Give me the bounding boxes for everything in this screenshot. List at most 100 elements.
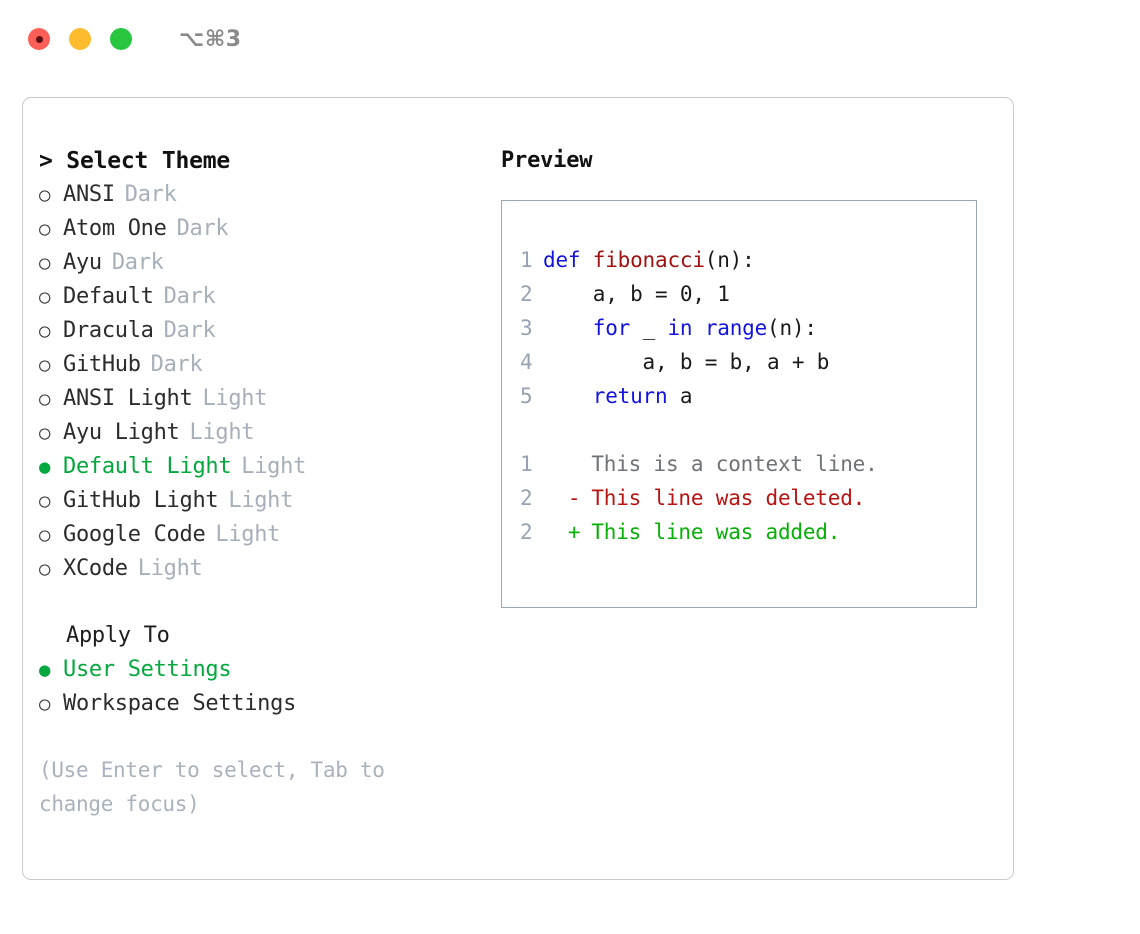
theme-category: Dark [163,318,216,343]
minimize-button[interactable] [69,28,91,50]
keyboard-shortcut-label: ⌥⌘3 [179,26,242,52]
diff-gutter-space [543,520,568,544]
theme-name: Atom One [63,216,167,241]
radio-selected-icon: ● [39,659,51,681]
theme-name: Google Code [63,522,206,547]
code-token: range [704,316,768,340]
preview-title: Preview [501,148,593,173]
diff-text: This line was deleted. [578,486,866,510]
theme-category: Light [202,386,268,411]
code-token: (n): [704,248,755,272]
apply-to-option[interactable]: ● User Settings [39,653,469,687]
theme-name: Ayu [63,250,102,275]
preview-spacer [520,413,976,447]
diff-text: This is a context line. [578,452,878,476]
diff-marker-icon [568,447,579,481]
theme-list-item[interactable]: ○ Ayu Dark [39,246,469,280]
code-token [543,384,593,408]
diff-marker-icon: + [567,520,581,544]
theme-list-item[interactable]: ○ XCode Light [39,552,469,586]
code-token: (n): [767,316,817,340]
code-line: 5 return a [520,379,976,413]
diff-marker-icon: - [567,486,581,510]
theme-name: Dracula [63,318,154,343]
theme-name: GitHub Light [63,488,219,513]
theme-name: XCode [63,556,128,581]
code-token: a [667,384,693,408]
apply-to-label: Apply To [66,623,170,648]
diff-gutter-space [543,452,568,476]
code-line: 3 for _ in range(n): [520,311,976,345]
radio-unselected-icon: ○ [39,524,51,546]
radio-unselected-icon: ○ [39,320,51,342]
line-number: 2 [520,282,533,306]
line-number: 1 [520,248,533,272]
code-token: return [592,384,668,408]
theme-name: Default [63,284,154,309]
radio-selected-icon: ● [39,456,51,478]
theme-category: Dark [176,216,229,241]
theme-name: Ayu Light [63,420,180,445]
diff-text: This line was added. [578,520,841,544]
apply-to-option[interactable]: ○ Workspace Settings [39,687,469,721]
apply-to-list: ● User Settings ○ Workspace Settings [39,653,469,721]
theme-category: Light [189,420,255,445]
theme-list-item[interactable]: ○ Google Code Light [39,518,469,552]
theme-category: Light [137,556,203,581]
radio-unselected-icon: ○ [39,388,51,410]
diff-line-added: 2 + This line was added. [520,515,976,549]
line-number: 5 [520,384,533,408]
theme-category: Dark [111,250,164,275]
title-bar: ⌥⌘3 [0,0,1140,78]
radio-unselected-icon: ○ [39,354,51,376]
theme-list-item[interactable]: ● Default Light Light [39,450,469,484]
page-title: > Select Theme [39,148,231,174]
code-line: 2 a, b = 0, 1 [520,277,976,311]
theme-name: ANSI [63,182,115,207]
apply-to-section: Apply To ● User Settings ○ Workspace Settin… [39,619,469,721]
line-number: 4 [520,350,533,374]
radio-unselected-icon: ○ [39,558,51,580]
theme-category: Dark [150,352,203,377]
code-token: for [592,316,631,340]
radio-unselected-icon: ○ [39,184,51,206]
radio-unselected-icon: ○ [39,490,51,512]
close-button[interactable] [28,28,50,50]
diff-line-deleted: 2 - This line was deleted. [520,481,976,515]
theme-name: Default Light [63,454,232,479]
line-number: 3 [520,316,533,340]
traffic-light-group [28,28,132,50]
line-number: 2 [520,486,533,510]
line-number: 1 [520,452,533,476]
theme-list-item[interactable]: ○ Dracula Dark [39,314,469,348]
theme-category: Light [241,454,307,479]
radio-unselected-icon: ○ [39,693,51,715]
apply-to-label-text: User Settings [63,657,232,682]
diff-line-context: 1 This is a context line. [520,447,976,481]
keyboard-hint-text: (Use Enter to select, Tab to change focu… [39,758,385,816]
apply-to-label-text: Workspace Settings [63,691,297,716]
code-token: _ [630,316,668,340]
theme-category: Light [215,522,281,547]
code-token: fibonacci [592,248,705,272]
maximize-button[interactable] [110,28,132,50]
diff-gutter-space [543,486,568,510]
diff-sample: 1 This is a context line.2 - This line w… [520,447,976,549]
radio-unselected-icon: ○ [39,252,51,274]
code-token [543,316,593,340]
